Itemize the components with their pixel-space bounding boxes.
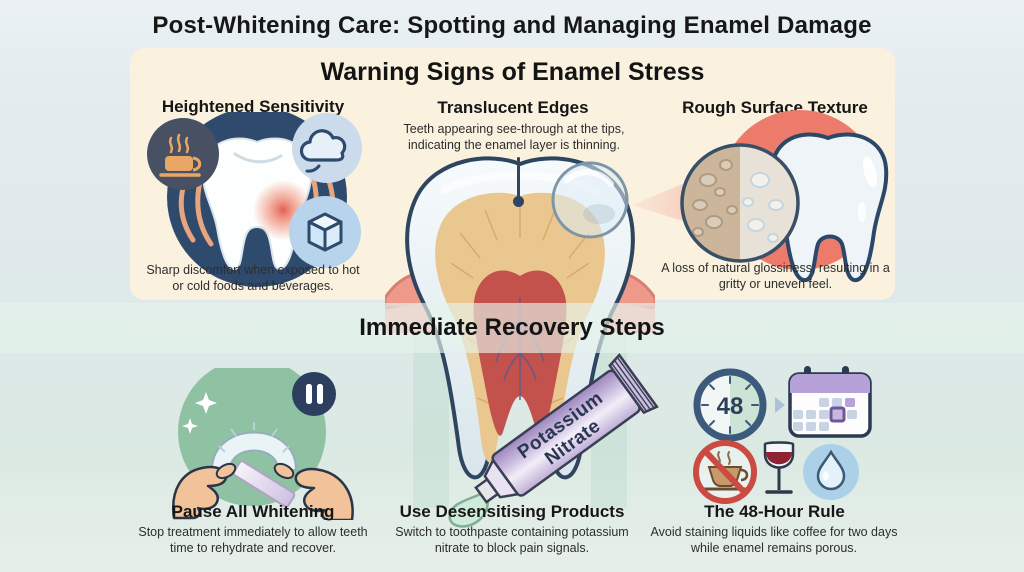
- chevron-right-icon: [775, 397, 785, 413]
- sparkles-icon: [182, 392, 217, 434]
- sensitivity-illustration: [147, 112, 362, 287]
- ice-cube-icon: [289, 196, 361, 268]
- no-coffee-icon: [693, 440, 757, 504]
- recovery-band: [0, 303, 1024, 353]
- recovery-item-title-pause: Pause All Whitening: [171, 502, 335, 521]
- warning-item-title-sensitivity: Heightened Sensitivity: [161, 97, 345, 116]
- clock-value: 48: [717, 393, 744, 420]
- steam-cloud-icon: [292, 113, 362, 183]
- recovery-item-desc-desensitising: Switch to toothpaste containing potassiu…: [395, 525, 629, 555]
- recovery-item-title-desensitising: Use Desensitising Products: [399, 502, 625, 521]
- rough-texture-illustration: [632, 110, 889, 283]
- warning-item-title-translucent: Translucent Edges: [437, 98, 589, 117]
- calendar-icon: [788, 366, 872, 438]
- pointer-dot: [513, 196, 524, 207]
- pause-whitening-illustration: [171, 368, 354, 520]
- recovery-item-title-48h: The 48-Hour Rule: [704, 502, 845, 521]
- pause-icon: [292, 372, 336, 416]
- toothpaste-tube-icon: Potassium Nitrate: [448, 352, 659, 528]
- wine-glass-icon: [763, 441, 795, 494]
- magnifier-icon: [551, 161, 629, 239]
- pointer-line: [517, 157, 520, 199]
- water-drop-icon: [803, 444, 859, 500]
- warning-item-desc-rough: A loss of natural glossiness, resulting …: [661, 261, 890, 291]
- clock-48-icon: 48: [693, 368, 767, 442]
- coffee-cup-icon: [147, 118, 219, 190]
- warning-section-heading: Warning Signs of Enamel Stress: [320, 58, 705, 86]
- warning-item-desc-translucent: Teeth appearing see-through at the tips,…: [403, 122, 625, 152]
- rule-48h-illustration: 48: [693, 366, 872, 504]
- texture-magnifier-icon: [680, 143, 800, 263]
- warning-item-desc-sensitivity: Sharp discomfort when exposed to hot or …: [146, 263, 360, 293]
- calendar-highlighted-day: [829, 406, 846, 423]
- page-title: Post-Whitening Care: Spotting and Managi…: [152, 12, 872, 39]
- hands-holding-tray-icon: [171, 422, 354, 520]
- warning-item-title-rough: Rough Surface Texture: [682, 98, 868, 117]
- recovery-item-desc-48h: Avoid staining liquids like coffee for t…: [650, 525, 898, 555]
- paste-swirl: [448, 490, 489, 528]
- recovery-section-heading: Immediate Recovery Steps: [359, 314, 665, 341]
- recovery-item-desc-pause: Stop treatment immediately to allow teet…: [138, 525, 368, 555]
